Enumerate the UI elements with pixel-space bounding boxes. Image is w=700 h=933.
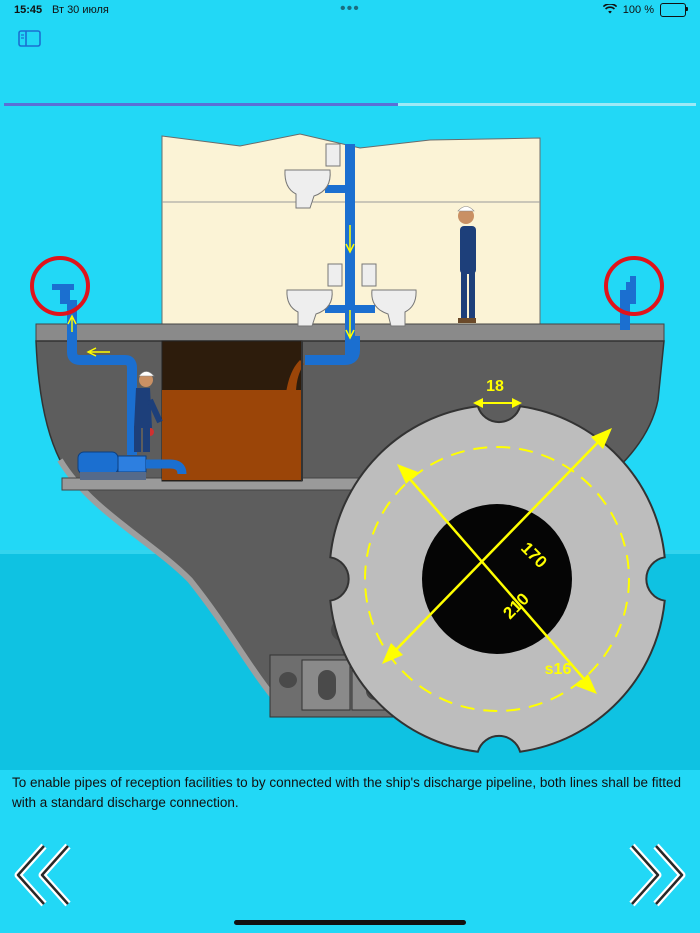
- pump: [77, 428, 187, 480]
- status-indicators: 100 %: [602, 3, 688, 17]
- left-discharge-pipe: [67, 300, 137, 455]
- progress-bar: [4, 103, 696, 106]
- double-chevron-right-icon: [629, 843, 686, 907]
- battery-percent: 100 %: [622, 4, 654, 16]
- label-slot-width: 18: [486, 378, 504, 395]
- left-connection-highlight: [30, 256, 90, 316]
- standard-flange-diagram: [329, 398, 666, 753]
- previous-button[interactable]: [6, 840, 76, 910]
- right-discharge-pipe: [620, 290, 630, 330]
- next-button[interactable]: [624, 840, 694, 910]
- sidebar-toggle-button[interactable]: [18, 30, 42, 48]
- status-date: Вт 30 июля: [52, 4, 109, 16]
- progress-fill: [4, 103, 399, 106]
- status-bar: 15:45 Вт 30 июля ••• 100 %: [0, 0, 700, 22]
- toilet-upper: [284, 143, 341, 209]
- worker-lower: [134, 371, 163, 452]
- multitasking-dots-icon[interactable]: •••: [340, 0, 360, 17]
- wifi-icon: [602, 3, 617, 17]
- worker-upper: [457, 206, 476, 323]
- double-chevron-left-icon: [14, 843, 71, 907]
- toilet-lower-left: [286, 263, 343, 327]
- home-indicator[interactable]: [234, 920, 466, 925]
- caption-text: To enable pipes of reception facilities …: [12, 775, 681, 810]
- sidebar-icon: [18, 30, 41, 47]
- battery-icon: [660, 3, 688, 17]
- right-connection-highlight: [604, 256, 664, 316]
- toilet-lower-right: [361, 263, 417, 327]
- label-thickness: s16: [545, 661, 572, 678]
- ship-discharge-illustration: 18 210 170 s16: [0, 133, 700, 770]
- status-time: 15:45: [14, 4, 43, 16]
- bolt-circle: [364, 446, 630, 712]
